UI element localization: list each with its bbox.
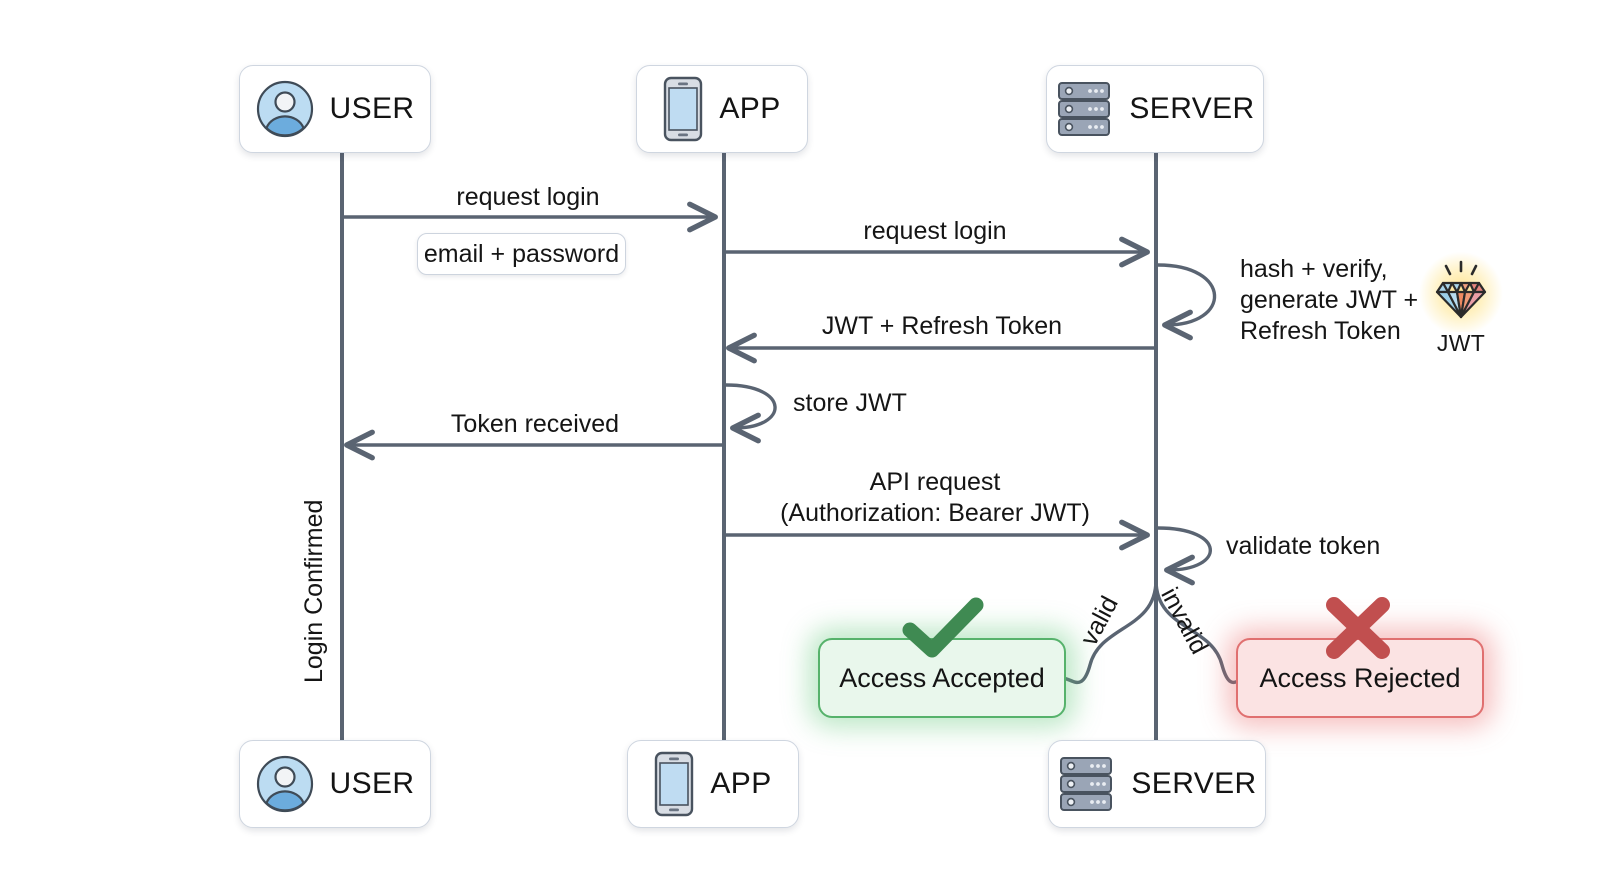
self-call-label-store-jwt: store JWT bbox=[793, 389, 907, 417]
message-label-api-request-line1: API request bbox=[869, 468, 1001, 496]
self-call-label-hash-line1: hash + verify, bbox=[1240, 255, 1388, 283]
message-label-request-login-1: request login bbox=[456, 183, 600, 211]
self-call-validate-token bbox=[1157, 526, 1212, 570]
label-login-confirmed: Login Confirmed bbox=[300, 499, 328, 683]
branch-label-valid: valid bbox=[1075, 591, 1124, 651]
self-call-hash-verify bbox=[1157, 263, 1217, 325]
mobile-phone-icon bbox=[654, 751, 694, 817]
actor-user-bottom[interactable]: USER bbox=[239, 740, 431, 828]
gem-icon bbox=[1418, 252, 1504, 332]
jwt-badge: JWT bbox=[1418, 252, 1504, 357]
self-call-label-hash-line2: generate JWT + bbox=[1240, 286, 1419, 314]
actor-label: USER bbox=[329, 92, 415, 125]
actor-label: USER bbox=[329, 767, 415, 800]
note-credentials: email + password bbox=[417, 233, 626, 275]
outcome-label: Access Accepted bbox=[839, 662, 1045, 693]
lifeline-server bbox=[1154, 152, 1158, 740]
actor-label: SERVER bbox=[1129, 92, 1255, 125]
actor-app-top[interactable]: APP bbox=[636, 65, 808, 153]
self-call-store-jwt bbox=[725, 383, 777, 428]
mobile-phone-icon bbox=[663, 76, 703, 142]
actor-user-top[interactable]: USER bbox=[239, 65, 431, 153]
lifeline-user bbox=[340, 152, 344, 740]
server-rack-icon bbox=[1057, 754, 1115, 814]
message-label-api-request-line2: (Authorization: Bearer JWT) bbox=[780, 499, 1090, 527]
outcome-label: Access Rejected bbox=[1259, 662, 1461, 693]
message-label-request-login-2: request login bbox=[863, 217, 1007, 245]
actor-app-bottom[interactable]: APP bbox=[627, 740, 799, 828]
jwt-caption: JWT bbox=[1436, 330, 1486, 356]
self-call-label-hash-line3: Refresh Token bbox=[1240, 317, 1401, 345]
outcome-access-rejected[interactable]: Access Rejected bbox=[1236, 638, 1484, 718]
server-rack-icon bbox=[1055, 79, 1113, 139]
self-call-label-validate-token: validate token bbox=[1226, 532, 1381, 560]
message-label-token-received: Token received bbox=[450, 410, 620, 438]
actor-server-top[interactable]: SERVER bbox=[1046, 65, 1264, 153]
actor-label: APP bbox=[710, 767, 772, 800]
actor-label: SERVER bbox=[1131, 767, 1257, 800]
user-avatar-icon bbox=[256, 755, 314, 813]
user-avatar-icon bbox=[256, 80, 314, 138]
branch-label-invalid: invalid bbox=[1155, 583, 1214, 659]
message-label-jwt-refresh-token: JWT + Refresh Token bbox=[821, 312, 1063, 340]
actor-server-bottom[interactable]: SERVER bbox=[1048, 740, 1266, 828]
lifeline-app bbox=[722, 152, 726, 740]
actor-label: APP bbox=[719, 92, 781, 125]
outcome-access-accepted[interactable]: Access Accepted bbox=[818, 638, 1066, 718]
